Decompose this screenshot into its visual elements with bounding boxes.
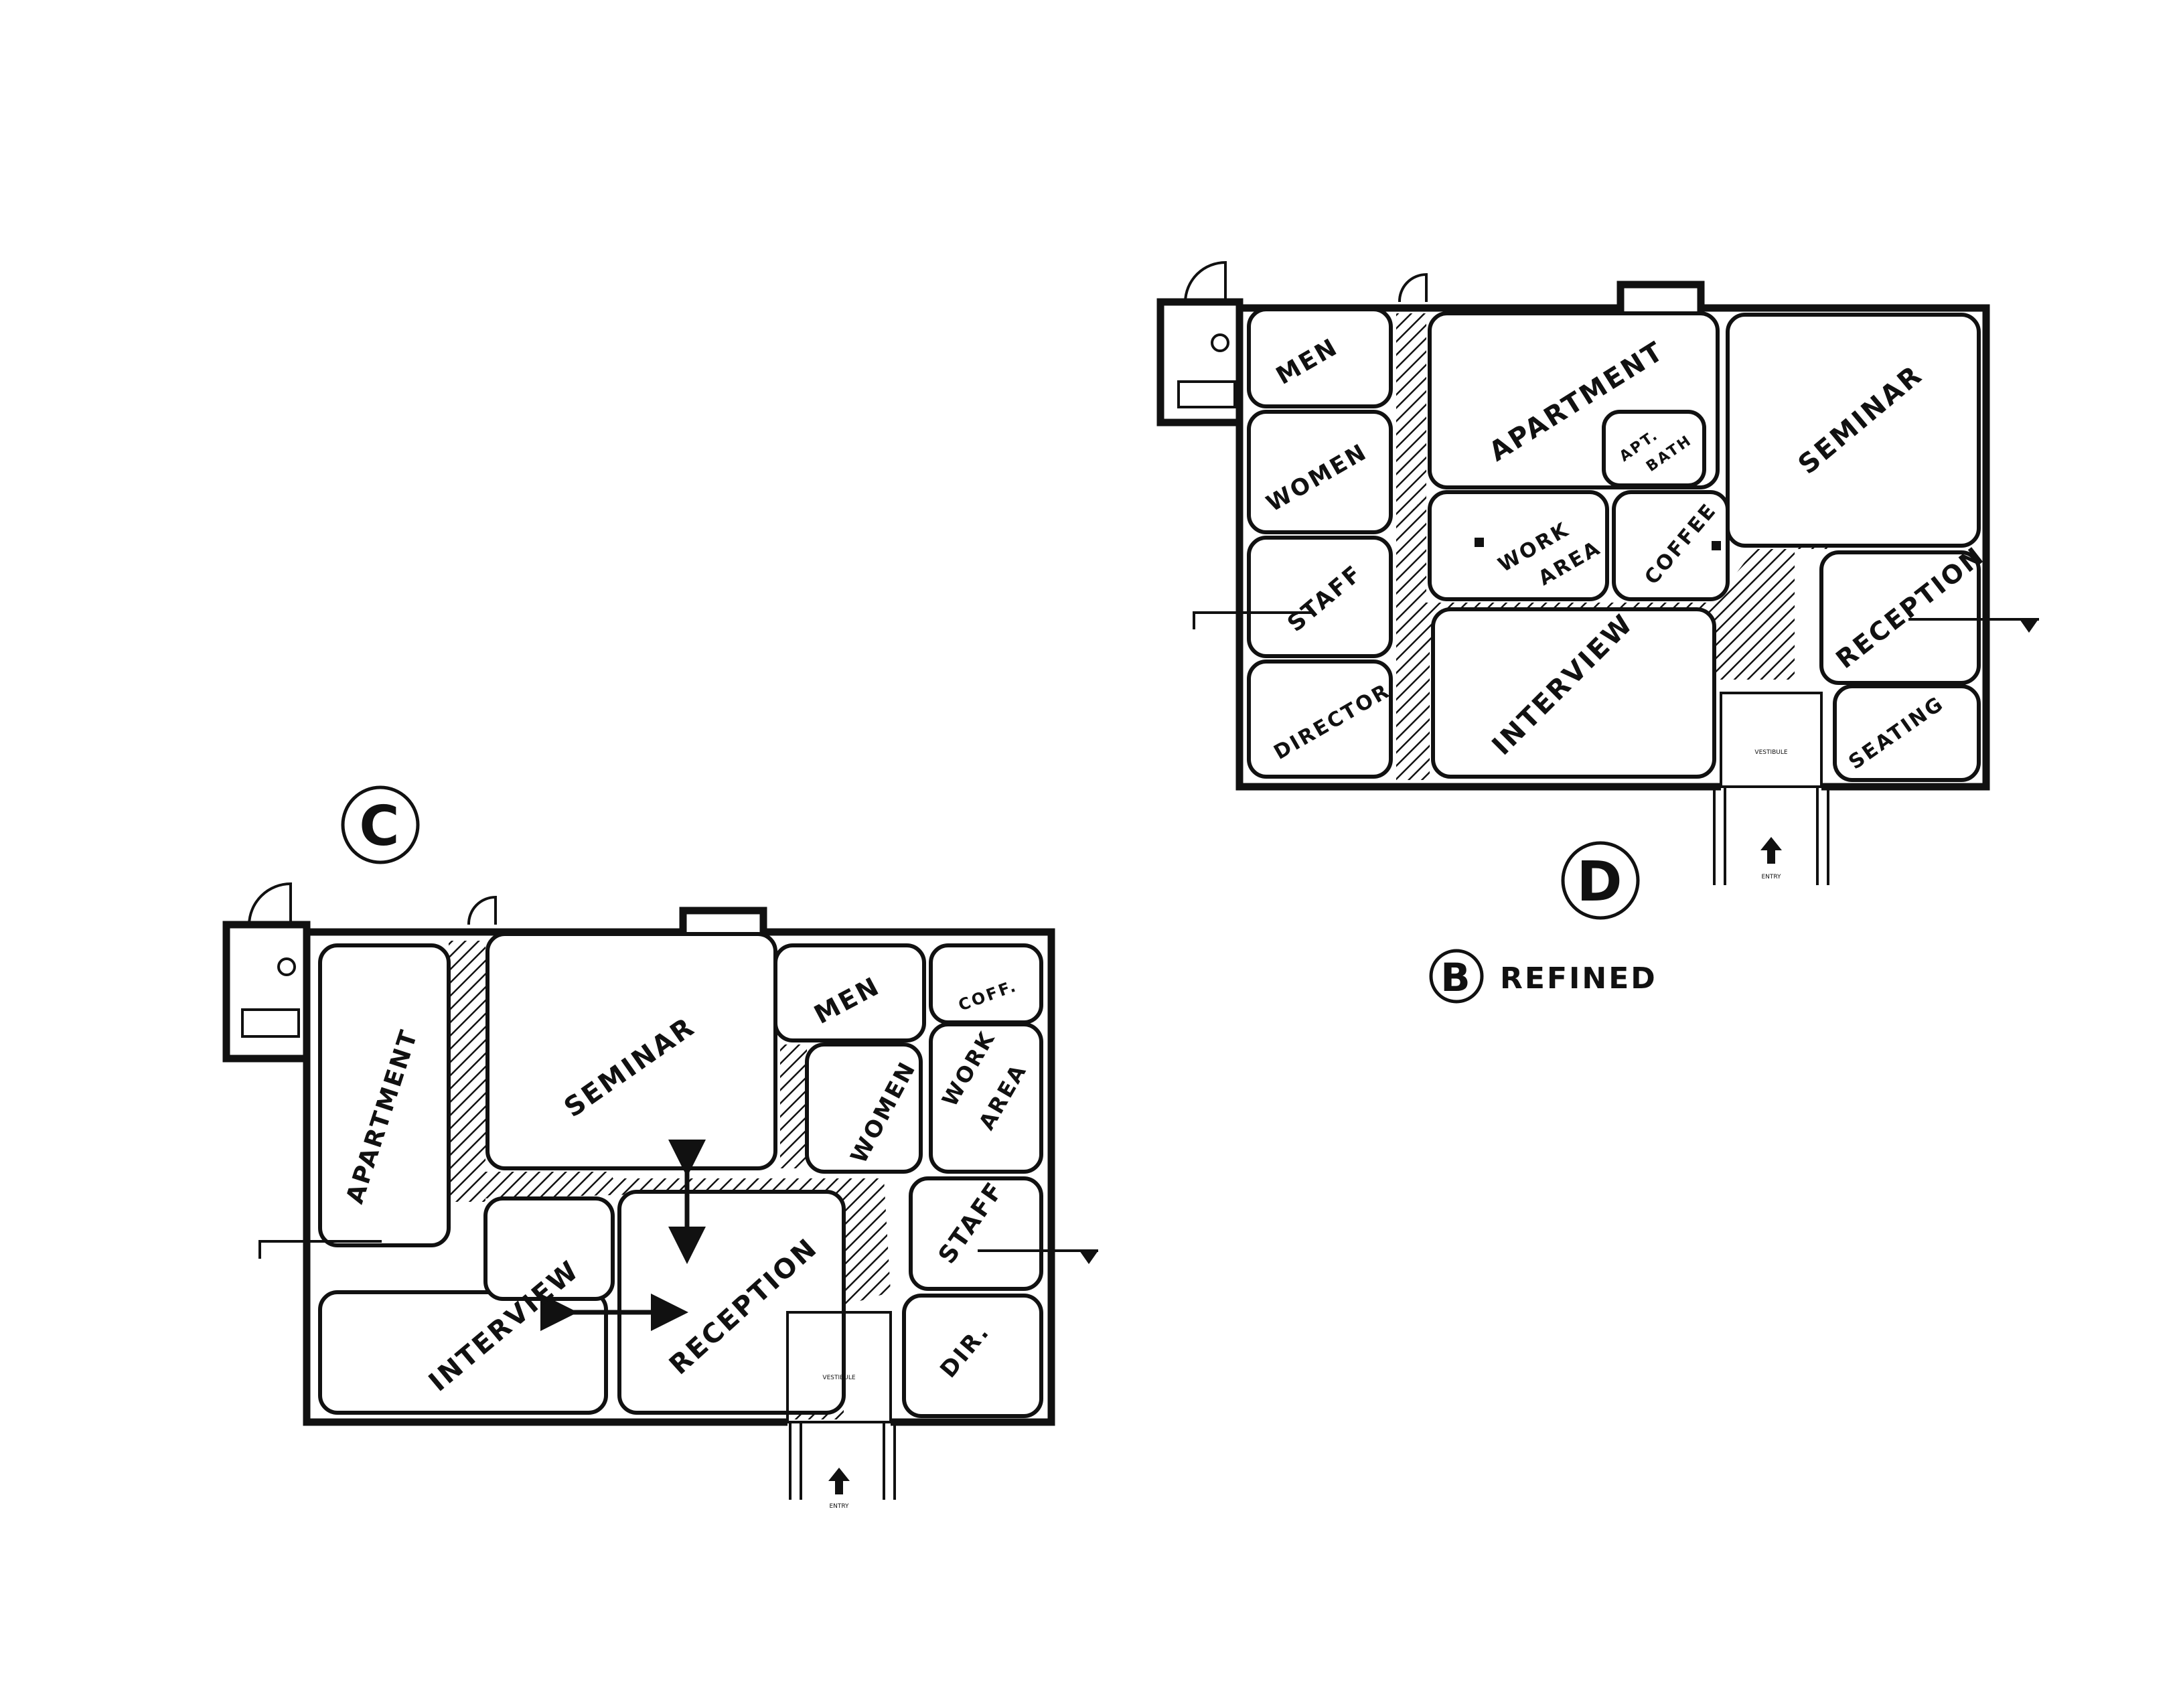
plan-d-sink-icon xyxy=(1177,380,1236,408)
plan-c-section-mark-left xyxy=(258,1240,382,1259)
plan-c-section-arrow-icon xyxy=(1079,1251,1098,1264)
plan-d-column-1 xyxy=(1475,538,1484,547)
plan-c-women-hatch xyxy=(780,1044,807,1168)
plan-c-outbuilding xyxy=(222,921,311,1063)
plan-c-outbuilding-door-icon xyxy=(248,882,292,925)
room-d-apt-bath xyxy=(1602,410,1706,487)
plan-c-marker-circle xyxy=(341,785,420,864)
plan-c: C VESTIBULE ENTRY xyxy=(222,785,1098,1510)
plan-c-entry-steps xyxy=(789,1422,896,1500)
plan-d-outbuilding xyxy=(1156,298,1244,426)
plan-d-entry-arrow-icon xyxy=(1760,837,1782,864)
plan-d-entry-steps xyxy=(1713,787,1829,885)
room-c-staff xyxy=(909,1176,1043,1291)
plan-d-marker: D xyxy=(1576,850,1624,914)
plan-c-exterior-wall xyxy=(303,907,1055,1426)
plan-d-section-mark-left xyxy=(1193,611,1312,629)
room-d-reception xyxy=(1819,550,1981,685)
plan-d-toilet-icon xyxy=(1211,333,1229,352)
room-c-men xyxy=(773,943,926,1042)
plan-d-column-2 xyxy=(1712,541,1721,550)
room-c-director xyxy=(902,1294,1043,1418)
plan-c-sink-icon xyxy=(241,1008,300,1038)
room-d-work-area xyxy=(1428,490,1609,601)
room-d-seminar xyxy=(1726,313,1981,548)
plan-c-entry-arrow-icon xyxy=(828,1468,850,1494)
plan-c-vestibule-label: VESTIBULE xyxy=(822,1375,855,1381)
plan-d-section-arrow-icon xyxy=(2020,619,2038,633)
room-c-women xyxy=(805,1042,923,1174)
plan-c-entry-label: ENTRY xyxy=(829,1503,849,1510)
room-d-director xyxy=(1247,659,1393,779)
plan-d-outbuilding-door-icon xyxy=(1184,260,1227,303)
room-d-women xyxy=(1247,410,1393,534)
room-d-men xyxy=(1247,307,1393,408)
plan-d-vestibule-label: VESTIBULE xyxy=(1754,749,1787,756)
room-c-work-area xyxy=(929,1022,1043,1174)
caption-marker: B xyxy=(1440,955,1472,1000)
plan-d: VESTIBULE ENTRY MEN WOMEN STAFF DIRECTOR… xyxy=(1156,260,2039,920)
plan-c-toilet-icon xyxy=(277,957,296,976)
room-c-interview xyxy=(318,1290,608,1415)
plan-c-marker: C xyxy=(359,795,401,858)
room-d-staff xyxy=(1247,536,1393,658)
room-c-apartment xyxy=(318,943,451,1247)
plan-d-circulation-hatch xyxy=(1396,313,1835,780)
caption-text: REFINED xyxy=(1500,961,1657,996)
plan-d-side-door-icon xyxy=(1398,273,1428,303)
plan-d-marker-circle xyxy=(1561,841,1640,920)
room-c-seminar xyxy=(485,932,777,1170)
plan-c-vestibule xyxy=(786,1311,892,1423)
plan-d-entry-label: ENTRY xyxy=(1761,874,1781,880)
room-d-seating xyxy=(1833,684,1981,782)
plan-d-vestibule xyxy=(1720,692,1823,788)
room-d-coffee xyxy=(1612,490,1730,601)
plan-d-exterior-wall xyxy=(1235,281,1990,791)
caption: B REFINED xyxy=(1429,949,1657,1004)
plan-c-side-door-icon xyxy=(467,895,497,925)
room-d-interview xyxy=(1431,607,1716,779)
caption-marker-circle xyxy=(1429,949,1484,1004)
room-c-coffee xyxy=(929,943,1043,1024)
